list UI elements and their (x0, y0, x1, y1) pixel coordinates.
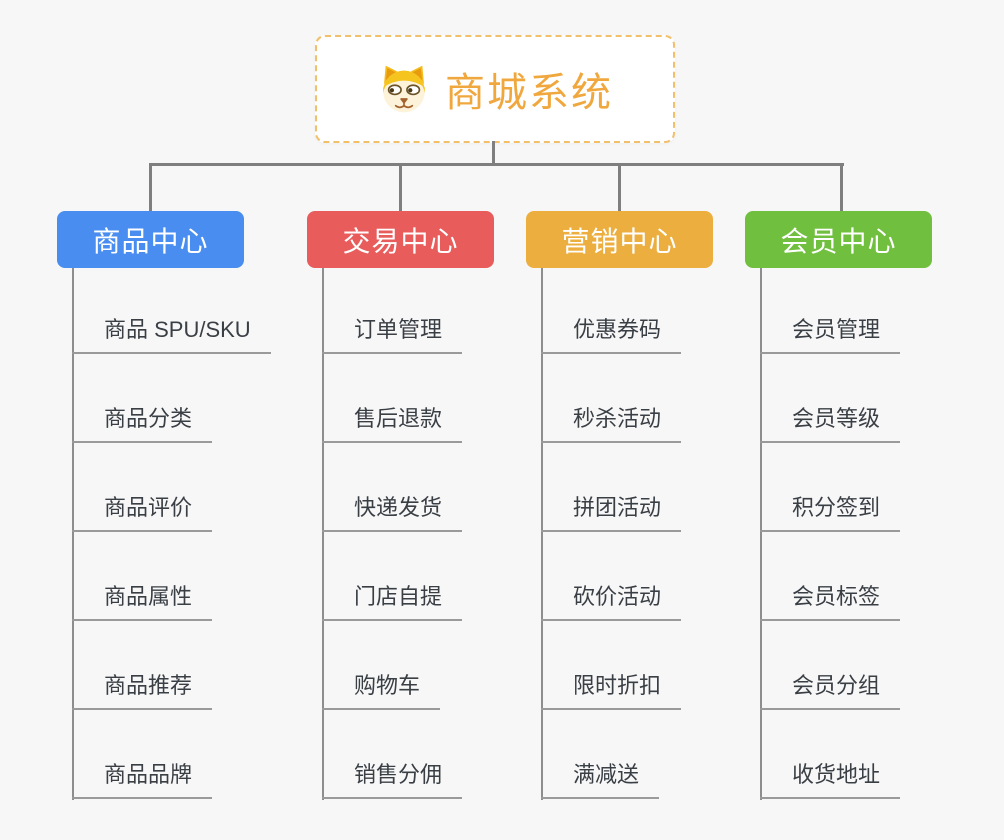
branch-label: 营销中心 (561, 225, 678, 257)
leaf-node[interactable]: 会员分组 (760, 664, 901, 710)
leaf-node[interactable]: 商品 SPU/SKU (72, 308, 271, 354)
leaf-node[interactable]: 订单管理 (322, 308, 463, 354)
connector-spine-marketing (541, 268, 543, 800)
leaf-node[interactable]: 收货地址 (760, 753, 901, 799)
leaf-node[interactable]: 售后退款 (322, 397, 463, 443)
leaf-node[interactable]: 商品属性 (72, 575, 213, 621)
leaf-node[interactable]: 秒杀活动 (541, 397, 682, 443)
leaf-node[interactable]: 销售分佣 (322, 753, 463, 799)
branch-node-product-center[interactable]: 商品中心 (57, 211, 244, 268)
dog-face-icon (383, 65, 425, 113)
leaf-node[interactable]: 砍价活动 (541, 575, 682, 621)
leaf-node[interactable]: 快递发货 (322, 486, 463, 532)
connector-spine-trade (322, 268, 324, 800)
branch-node-marketing-center[interactable]: 营销中心 (526, 211, 713, 268)
connector-drop-products (149, 165, 152, 211)
connector-drop-members (840, 165, 843, 211)
connector-spine-members (760, 268, 762, 800)
leaf-node[interactable]: 满减送 (541, 753, 660, 799)
connector-root-drop (492, 141, 495, 165)
leaf-node[interactable]: 商品推荐 (72, 664, 213, 710)
root-node-mall-system[interactable]: 商城系统 (315, 35, 675, 143)
connector-spine-products (72, 268, 74, 800)
leaf-node[interactable]: 优惠券码 (541, 308, 682, 354)
leaf-node[interactable]: 商品分类 (72, 397, 213, 443)
connector-horizontal-bar (149, 163, 844, 166)
branch-label: 商品中心 (92, 225, 209, 257)
leaf-node[interactable]: 积分签到 (760, 486, 901, 532)
leaf-node[interactable]: 门店自提 (322, 575, 463, 621)
leaf-node[interactable]: 购物车 (322, 664, 441, 710)
connector-drop-trade (399, 165, 402, 211)
leaf-node[interactable]: 会员管理 (760, 308, 901, 354)
branch-label: 交易中心 (342, 225, 459, 257)
leaf-node[interactable]: 会员标签 (760, 575, 901, 621)
branch-node-member-center[interactable]: 会员中心 (745, 211, 932, 268)
leaf-node[interactable]: 商品品牌 (72, 753, 213, 799)
leaf-node[interactable]: 限时折扣 (541, 664, 682, 710)
branch-label: 会员中心 (780, 225, 897, 257)
branch-node-trade-center[interactable]: 交易中心 (307, 211, 494, 268)
leaf-node[interactable]: 商品评价 (72, 486, 213, 532)
leaf-node[interactable]: 拼团活动 (541, 486, 682, 532)
leaf-node[interactable]: 会员等级 (760, 397, 901, 443)
root-title: 商城系统 (445, 71, 613, 115)
connector-drop-marketing (618, 165, 621, 211)
